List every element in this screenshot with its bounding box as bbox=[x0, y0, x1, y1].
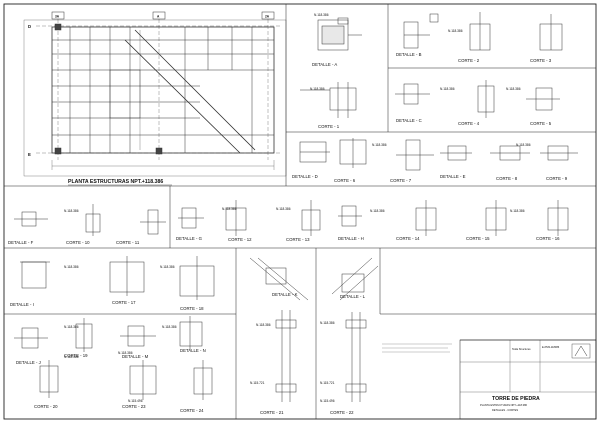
corte-label: CORTE - 17 bbox=[112, 300, 136, 305]
corte-label: CORTE - 23 bbox=[122, 404, 146, 409]
detail-label: DETALLE - A bbox=[312, 62, 337, 67]
detail-label: DETALLE - D bbox=[292, 174, 318, 179]
corte-label: CORTE - 1 bbox=[318, 124, 340, 129]
corte-label: CORTE - 21 bbox=[260, 410, 284, 415]
plan-title: PLANTA ESTRUCTURAS NPT.+118.386 bbox=[68, 179, 163, 185]
level-tags: N.118.386 N.118.386 N.118.386 N.118.386 … bbox=[64, 13, 531, 403]
level-tag: N.118.386 bbox=[276, 207, 291, 211]
level-tag: N.115.721 bbox=[250, 381, 265, 385]
corte-label: CORTE - 22 bbox=[330, 410, 354, 415]
level-tag: N.118.386 bbox=[256, 323, 271, 327]
project-name: TORRE DE PIEDRA bbox=[492, 396, 540, 402]
corte-label: CORTE - 15 bbox=[466, 236, 490, 241]
corte-label: CORTE - 8 bbox=[496, 176, 518, 181]
grid-row-e: E bbox=[28, 152, 31, 157]
corte-label: CORTE - 11 bbox=[116, 240, 140, 245]
detail-label: DETALLE - F bbox=[8, 240, 34, 245]
detail-label: DETALLE - N bbox=[180, 348, 206, 353]
title-block: Tekla Structures E-PM3-118386 TORRE DE P… bbox=[459, 339, 597, 420]
corte-labels: CORTE - 1 CORTE - 2 CORTE - 3 CORTE - 4 … bbox=[34, 58, 568, 415]
corte-label: CORTE - 7 bbox=[390, 178, 412, 183]
corte-label: CORTE - 9 bbox=[546, 176, 568, 181]
grid-col-a: A bbox=[157, 15, 160, 19]
corte-label: CORTE - 3 bbox=[530, 58, 552, 63]
level-tag: N.118.386 bbox=[64, 325, 79, 329]
drawing-subtitle: DETALLES - CORTES bbox=[492, 408, 518, 412]
grid-col-2a: 2A bbox=[265, 15, 270, 19]
corte-label: CORTE - 5 bbox=[530, 121, 552, 126]
corte-label: CORTE - 2 bbox=[458, 58, 480, 63]
corte-label: CORTE - 13 bbox=[286, 237, 310, 242]
level-tag: N.118.386 bbox=[448, 29, 463, 33]
logo-icon bbox=[571, 343, 591, 359]
detail-label: DETALLE - B bbox=[396, 52, 422, 57]
detail-sketches bbox=[14, 12, 578, 402]
drawing-name: PLANTA ESTRUCTURAS NPT.+118.386 bbox=[480, 403, 528, 407]
level-tag: N.118.386 bbox=[516, 143, 531, 147]
corte-label: CORTE - 6 bbox=[334, 178, 356, 183]
detail-label: DETALLE - L bbox=[340, 294, 366, 299]
corte-label: CORTE - 10 bbox=[66, 240, 90, 245]
level-tag: N.118.386 bbox=[320, 321, 335, 325]
detail-label: DETALLE - M bbox=[122, 354, 149, 359]
level-tag: N.118.386 bbox=[510, 209, 525, 213]
level-tag: N.118.386 bbox=[160, 265, 175, 269]
level-tag: N.118.386 bbox=[370, 209, 385, 213]
corte-label: CORTE - 24 bbox=[180, 408, 204, 413]
detail-label: DETALLE - G bbox=[176, 236, 203, 241]
detail-label: DETALLE - J bbox=[16, 360, 41, 365]
floor-plan bbox=[23, 11, 287, 177]
level-tag: N.118.386 bbox=[162, 325, 177, 329]
logo-icon bbox=[574, 345, 588, 357]
notes-lines bbox=[382, 343, 452, 353]
panel-borders bbox=[4, 4, 596, 419]
sheet-number: E-PM3-118386 bbox=[542, 345, 560, 349]
level-tag: N.118.386 bbox=[440, 87, 455, 91]
level-tag: N.118.386 bbox=[64, 355, 79, 359]
level-tag: N.118.386 bbox=[372, 143, 387, 147]
corte-label: CORTE - 20 bbox=[34, 404, 58, 409]
detail-label: DETALLE - E bbox=[440, 174, 466, 179]
detail-label: DETALLE - I bbox=[10, 302, 34, 307]
corte-label: CORTE - 4 bbox=[458, 121, 480, 126]
detail-label: DETALLE - H bbox=[338, 236, 364, 241]
detail-label: DETALLE - C bbox=[396, 118, 422, 123]
level-tag: N.118.386 bbox=[64, 209, 79, 213]
detail-label: DETALLE - K bbox=[272, 292, 298, 297]
brand-name: Tekla Structures bbox=[512, 347, 531, 351]
level-tag: N.118.386 bbox=[64, 265, 79, 269]
grid-row-d: D bbox=[28, 24, 31, 29]
level-tag: N.118.386 bbox=[314, 13, 329, 17]
corte-label: CORTE - 19 bbox=[64, 353, 88, 358]
level-tag: N.118.386 bbox=[118, 351, 133, 355]
corte-label: CORTE - 16 bbox=[536, 236, 560, 241]
level-tag: N.115.496 bbox=[320, 399, 335, 403]
level-tag: N.118.386 bbox=[310, 87, 325, 91]
corte-label: CORTE - 18 bbox=[180, 306, 204, 311]
level-tag: N.115.721 bbox=[320, 381, 335, 385]
level-tag: N.118.386 bbox=[506, 87, 521, 91]
detail-labels: DETALLE - A DETALLE - B DETALLE - C DETA… bbox=[8, 52, 466, 365]
corte-label: CORTE - 12 bbox=[228, 237, 252, 242]
level-tag: N.115.496 bbox=[128, 399, 143, 403]
level-tag: N.118.386 bbox=[222, 207, 237, 211]
corte-label: CORTE - 14 bbox=[396, 236, 420, 241]
grid-col-3a: 3A bbox=[55, 15, 60, 19]
